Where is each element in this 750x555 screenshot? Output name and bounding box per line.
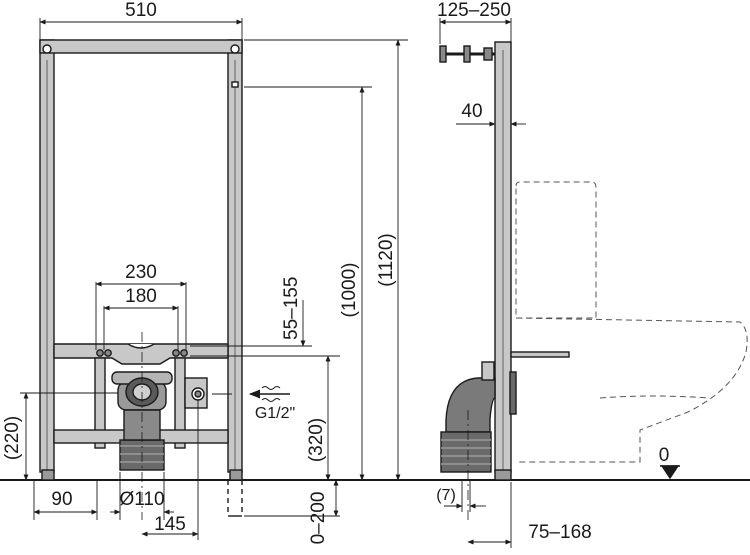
right-foot xyxy=(229,469,243,481)
bolt-hole-3 xyxy=(172,349,180,357)
dim-bolt-spacing-inner: 180 xyxy=(125,286,157,307)
dim-height-1120: (1120) xyxy=(376,233,397,287)
floor-level-label: 0 xyxy=(659,445,670,466)
floor-level-marker xyxy=(660,465,680,480)
outlet-elbow xyxy=(440,361,517,473)
dim-outlet-diameter: Ø110 xyxy=(119,489,164,510)
left-foot xyxy=(41,469,55,481)
top-rail xyxy=(39,39,243,54)
front-view xyxy=(0,39,750,520)
dim-foot-adjust: 0–200 xyxy=(308,492,329,545)
dim-frame-depth: 40 xyxy=(461,101,482,122)
wall-bracket xyxy=(439,45,495,63)
dim-inlet-offset: 145 xyxy=(154,514,186,535)
top-left-hole xyxy=(42,44,52,54)
dim-frame-width: 510 xyxy=(125,0,157,21)
bolt-hole-1 xyxy=(96,349,104,357)
dim-inlet-height: (320) xyxy=(306,418,327,462)
mounting-plate xyxy=(53,343,229,365)
side-view xyxy=(439,41,748,520)
dim-wall-offset: 125–250 xyxy=(437,0,511,21)
side-dimensions xyxy=(439,18,526,548)
dim-connector-height: (220) xyxy=(2,416,23,460)
top-right-hole xyxy=(230,44,240,54)
dim-foot-offset: 90 xyxy=(51,489,72,510)
dim-outlet-depth: 75–168 xyxy=(528,522,591,543)
water-inlet-label: G1/2" xyxy=(255,405,295,422)
dim-floor-gap: (7) xyxy=(436,487,456,504)
toilet-support-rod xyxy=(510,351,570,358)
toilet-bowl-outline xyxy=(515,317,748,463)
bolt-hole-4 xyxy=(180,349,188,357)
toilet-cistern-outline xyxy=(515,181,597,319)
dim-height-1000: (1000) xyxy=(339,263,360,318)
dim-bolt-spacing-outer: 230 xyxy=(125,262,157,283)
dim-bolt-height-range: 55–155 xyxy=(281,277,302,340)
bolt-hole-2 xyxy=(104,349,112,357)
front-dimensions xyxy=(20,18,408,540)
